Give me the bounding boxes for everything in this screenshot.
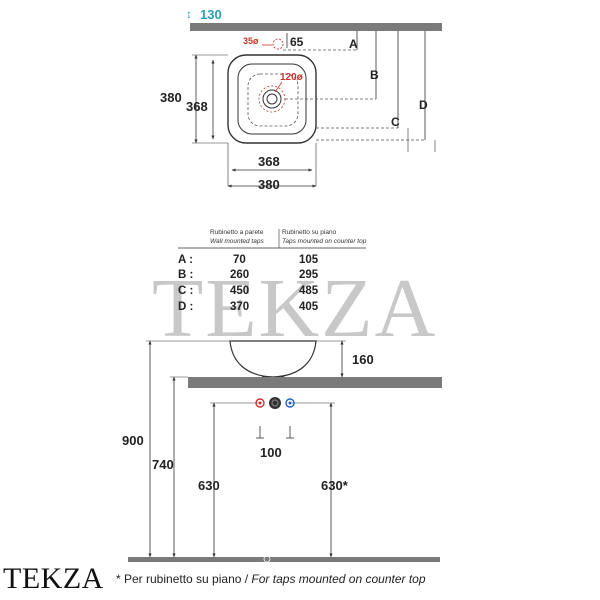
depth-value: 130	[200, 7, 222, 22]
top-view: ↕ 130 35ø 65 120ø A B C	[160, 7, 442, 192]
table-col1-it: Rubinetto a parete	[210, 229, 264, 236]
watermark: TEKZA	[152, 262, 437, 355]
dim-630-left-label: 630	[198, 478, 220, 493]
table-counter: 295	[299, 269, 319, 281]
table-wall: 370	[230, 301, 249, 313]
cold-tap-dot	[288, 401, 292, 405]
table-col1-en: Wall mounted taps	[210, 238, 264, 245]
countertop	[188, 377, 442, 388]
footnote-it: * Per rubinetto su piano /	[116, 572, 252, 586]
drain-outlet-ring	[271, 399, 279, 407]
table-col2-it: Rubinetto su piano	[282, 229, 337, 236]
brand-logo: TEKZA	[3, 562, 104, 595]
cold-tap-icon	[285, 398, 295, 408]
dim-160-label: 160	[352, 352, 374, 367]
dim-900-label: 900	[122, 433, 144, 448]
table-wall: 260	[230, 269, 249, 281]
basin-bowl-dashed	[247, 73, 299, 127]
table-key: A :	[178, 254, 193, 266]
side-view: 160 900 740 630 630* 100	[122, 340, 442, 563]
letter-a: A	[349, 37, 358, 51]
footnote-en: For taps mounted on counter top	[251, 572, 426, 586]
tap-hole	[272, 38, 284, 50]
table-counter: 405	[299, 301, 319, 313]
dim-740-label: 740	[152, 457, 174, 472]
dim-630-right-label: 630*	[321, 478, 349, 493]
dim-380-v-label: 380	[160, 90, 182, 105]
letter-b: B	[370, 68, 379, 82]
table-key: D :	[178, 301, 193, 313]
bowl	[229, 340, 317, 378]
dim-100-label: 100	[260, 445, 282, 460]
taps-table: Rubinetto a parete Wall mounted taps Rub…	[178, 229, 367, 313]
table-col2-en: Taps mounted on counter top	[282, 238, 367, 245]
drain-hole-leader	[274, 81, 283, 93]
tap-hole-label: 35ø	[243, 36, 259, 46]
table-key: B :	[178, 269, 193, 281]
offset-65-label: 65	[290, 35, 304, 49]
hot-tap-icon	[255, 398, 265, 408]
drain-outer	[262, 89, 282, 109]
drain-outlet-icon	[269, 397, 281, 409]
table-counter: 485	[299, 285, 319, 297]
depth-arrow-icon: ↕	[186, 7, 192, 21]
table-counter: 105	[299, 254, 319, 266]
table-wall: 450	[230, 285, 249, 297]
dim-380-h-label: 380	[258, 177, 280, 192]
letter-c: C	[391, 115, 400, 129]
wall-bar	[190, 23, 442, 31]
table-wall: 70	[233, 254, 246, 266]
floor-bar	[128, 557, 440, 562]
table-key: C :	[178, 285, 193, 297]
footnote: * Per rubinetto su piano / For taps moun…	[116, 572, 426, 586]
hot-tap-dot	[258, 401, 262, 405]
dim-368-h-label: 368	[258, 154, 280, 169]
dim-368-v-label: 368	[186, 99, 208, 114]
letter-d: D	[419, 98, 428, 112]
floor-drain-icon	[263, 555, 271, 563]
drain-inner	[266, 93, 278, 105]
drain-hole-label: 120ø	[280, 72, 304, 83]
